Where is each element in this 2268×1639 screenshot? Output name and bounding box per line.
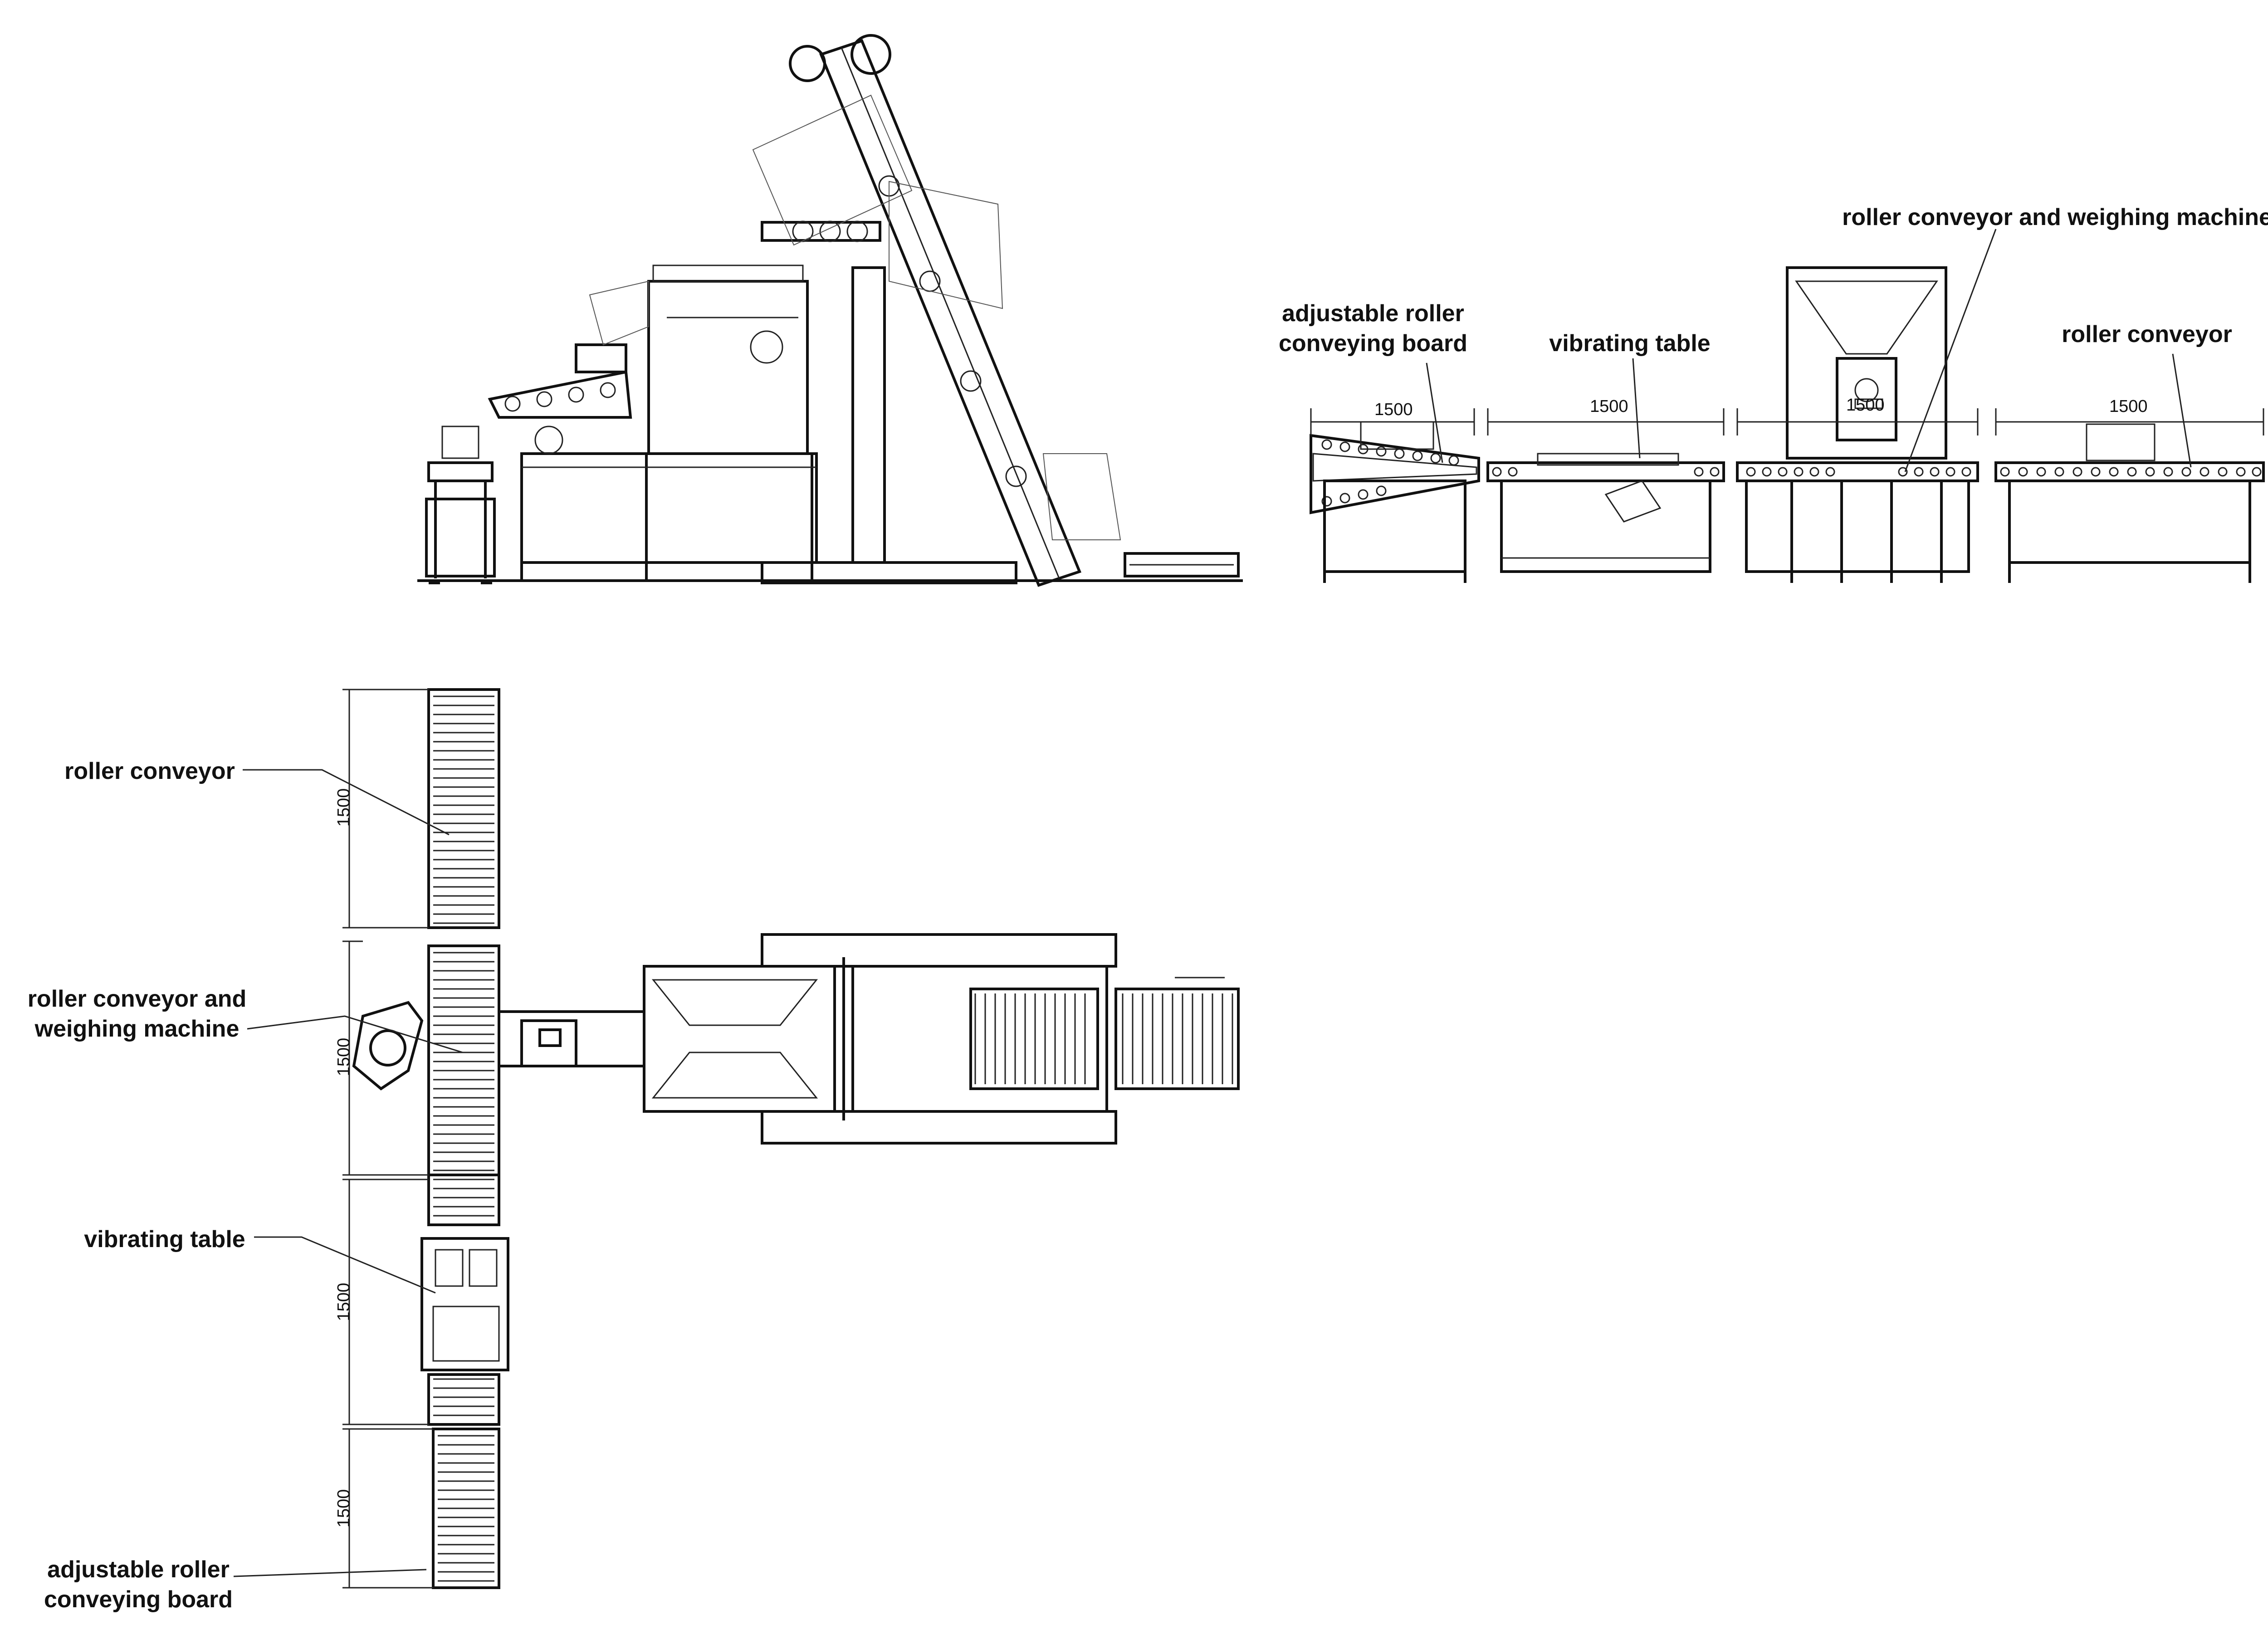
plan-leader-vibrating — [254, 1236, 436, 1294]
side-label-vibrating-table: vibrating table — [1549, 330, 1710, 357]
side-view-drawing: 1500 1500 1500 1500 adjustable roller co… — [1279, 204, 2268, 583]
plan-dimension-lines — [342, 689, 433, 1589]
plan-label-adjustable-line1: adjustable roller — [47, 1556, 230, 1583]
plan-dim-2: 1500 — [334, 1038, 353, 1076]
plan-dim-4: 1500 — [334, 1489, 353, 1528]
plan-leader-roller — [243, 769, 450, 836]
plan-leader-weighing — [247, 1015, 463, 1053]
elevation-machine-drawing — [417, 34, 1243, 587]
side-weighing-rollers — [1746, 467, 1971, 477]
plan-label-adjustable-line2: conveying board — [44, 1586, 233, 1613]
plan-roller-slats — [433, 695, 494, 1582]
plan-dim-3: 1500 — [334, 1283, 353, 1321]
plan-discharge-slats — [974, 993, 1233, 1084]
plan-dim-1: 1500 — [334, 788, 353, 827]
plan-adjustable-board — [432, 1428, 500, 1589]
plan-discharge-conveyor — [1114, 988, 1240, 1090]
plan-label-roller-conveyor: roller conveyor — [64, 758, 235, 784]
plan-label-weighing-line2: weighing machine — [34, 1016, 240, 1042]
side-adjustable-board-rollers — [1321, 439, 1459, 507]
side-dimension-lines — [1310, 408, 2264, 435]
plan-leader-adjustable — [233, 1569, 427, 1577]
side-leader-weighing — [1904, 229, 1997, 472]
side-leader-vibrating — [1632, 358, 1641, 459]
side-leader-roller — [2172, 353, 2192, 468]
side-dim-4: 1500 — [2109, 397, 2148, 416]
side-dim-1: 1500 — [1374, 400, 1413, 419]
plan-view-drawing: 1500 1500 1500 1500 roller conveyor roll… — [28, 688, 1240, 1613]
plan-vibrating-table — [420, 1237, 509, 1371]
side-dim-2: 1500 — [1590, 397, 1628, 416]
side-vibrating-table-rollers — [1492, 467, 1720, 477]
plan-roller-conveyor — [427, 688, 500, 929]
side-label-roller-conveyor: roller conveyor — [2062, 321, 2232, 347]
plan-label-weighing-line1: roller conveyor and — [28, 986, 247, 1012]
side-label-adjustable-line2: conveying board — [1279, 330, 1467, 357]
side-adjustable-board-shape — [1310, 434, 1480, 514]
side-roller-conveyor-top — [1994, 461, 2265, 482]
side-label-adjustable-line1: adjustable roller — [1282, 300, 1464, 327]
plan-robot-gripper — [352, 1001, 424, 1091]
side-dim-3: 1500 — [1846, 396, 1885, 415]
side-roller-conveyor-rollers — [2000, 467, 2262, 477]
side-label-roller-conveyor-weighing: roller conveyor and weighing machine — [1842, 204, 2268, 230]
side-leader-adjustable — [1426, 362, 1443, 463]
plan-label-vibrating-table: vibrating table — [84, 1226, 245, 1252]
side-weighing-frame — [1786, 266, 1947, 460]
